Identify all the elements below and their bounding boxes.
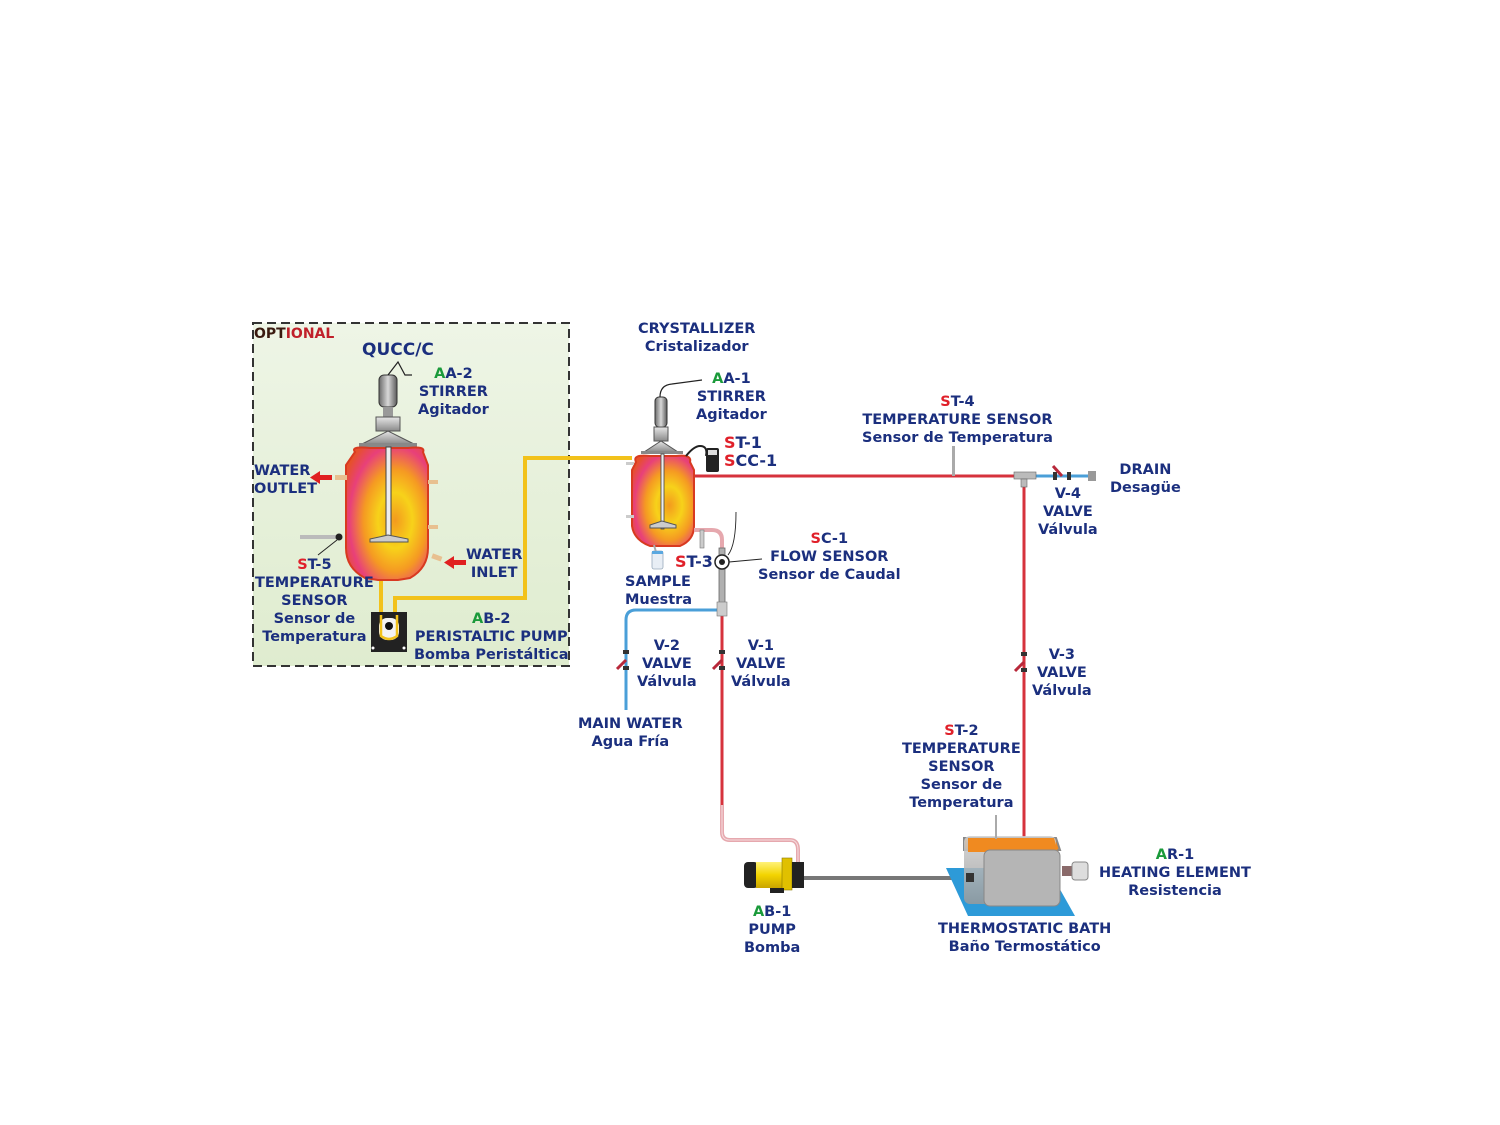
crystallizer-vessel bbox=[626, 396, 724, 549]
valve-v1-handle[interactable] bbox=[711, 650, 725, 671]
sc1-flow-sensor-label: SC-1 FLOW SENSOR Sensor de Caudal bbox=[758, 531, 901, 583]
water-outlet-label: WATER OUTLET bbox=[254, 463, 318, 497]
aa1-stirrer-label: AA-1 STIRRER Agitador bbox=[696, 371, 767, 423]
thermostatic-bath-label: THERMOSTATIC BATH Baño Termostático bbox=[938, 921, 1112, 955]
unit-code-label: QUCC/C bbox=[362, 340, 434, 360]
crystallizer-label: CRYSTALLIZER Cristalizador bbox=[638, 321, 756, 355]
centrifugal-pump bbox=[744, 857, 804, 893]
peristaltic-pump bbox=[371, 612, 407, 652]
st4-sensor-probe bbox=[952, 446, 955, 476]
thermostatic-bath bbox=[946, 815, 1089, 916]
valve-v2-handle[interactable] bbox=[615, 650, 629, 671]
v3-valve-label: V-3 VALVE Válvula bbox=[1032, 647, 1092, 699]
sample-beaker-icon bbox=[651, 544, 664, 570]
conductivity-meter bbox=[685, 444, 719, 472]
main-water-label: MAIN WATER Agua Fría bbox=[578, 716, 683, 750]
drain-label: DRAIN Desagüe bbox=[1110, 462, 1181, 496]
sample-label: SAMPLE Muestra bbox=[625, 574, 693, 608]
v2-valve-label: V-2 VALVE Válvula bbox=[637, 638, 697, 690]
st2-temperature-sensor-label: ST-2 TEMPERATURE SENSOR Sensor de Temper… bbox=[902, 723, 1021, 811]
st5-sensor-probe bbox=[335, 533, 343, 541]
v4-valve-label: V-4 VALVE Válvula bbox=[1038, 486, 1098, 538]
st4-temperature-sensor-label: ST-4 TEMPERATURE SENSOR Sensor de Temper… bbox=[862, 394, 1053, 446]
valve-v3-handle[interactable] bbox=[1013, 652, 1027, 673]
water-outlet-arrow-icon bbox=[310, 471, 332, 484]
ab2-peristaltic-pump-label: AB-2 PERISTALTIC PUMP Bomba Peristáltica bbox=[414, 611, 569, 663]
st1-scc1-label: ST-1 SCC-1 bbox=[724, 433, 778, 470]
drain-tee-fitting bbox=[1013, 471, 1037, 488]
st3-label: ST-3 bbox=[675, 552, 713, 571]
v1-valve-label: V-1 VALVE Válvula bbox=[731, 638, 791, 690]
valve-v4-handle[interactable] bbox=[1051, 464, 1096, 481]
ab1-pump-label: AB-1 PUMP Bomba bbox=[744, 904, 801, 956]
hot-water-loop-pipe bbox=[694, 474, 1026, 840]
optional-label: OPTIONAL bbox=[254, 326, 335, 342]
ar1-heating-element-label: AR-1 HEATING ELEMENT Resistencia bbox=[1099, 847, 1251, 899]
cold-water-pipe bbox=[624, 474, 1088, 710]
flow-sensor-assembly bbox=[714, 511, 763, 617]
st5-temperature-sensor-label: ST-5 TEMPERATURE SENSOR Sensor de Temper… bbox=[255, 557, 374, 645]
optional-reactor-vessel bbox=[300, 374, 443, 581]
pump-suction-pipe bbox=[720, 805, 800, 862]
aa2-stirrer-label: AA-2 STIRRER Agitador bbox=[418, 366, 489, 418]
water-inlet-label: WATER INLET bbox=[466, 547, 523, 581]
water-inlet-arrow-icon bbox=[444, 556, 466, 569]
